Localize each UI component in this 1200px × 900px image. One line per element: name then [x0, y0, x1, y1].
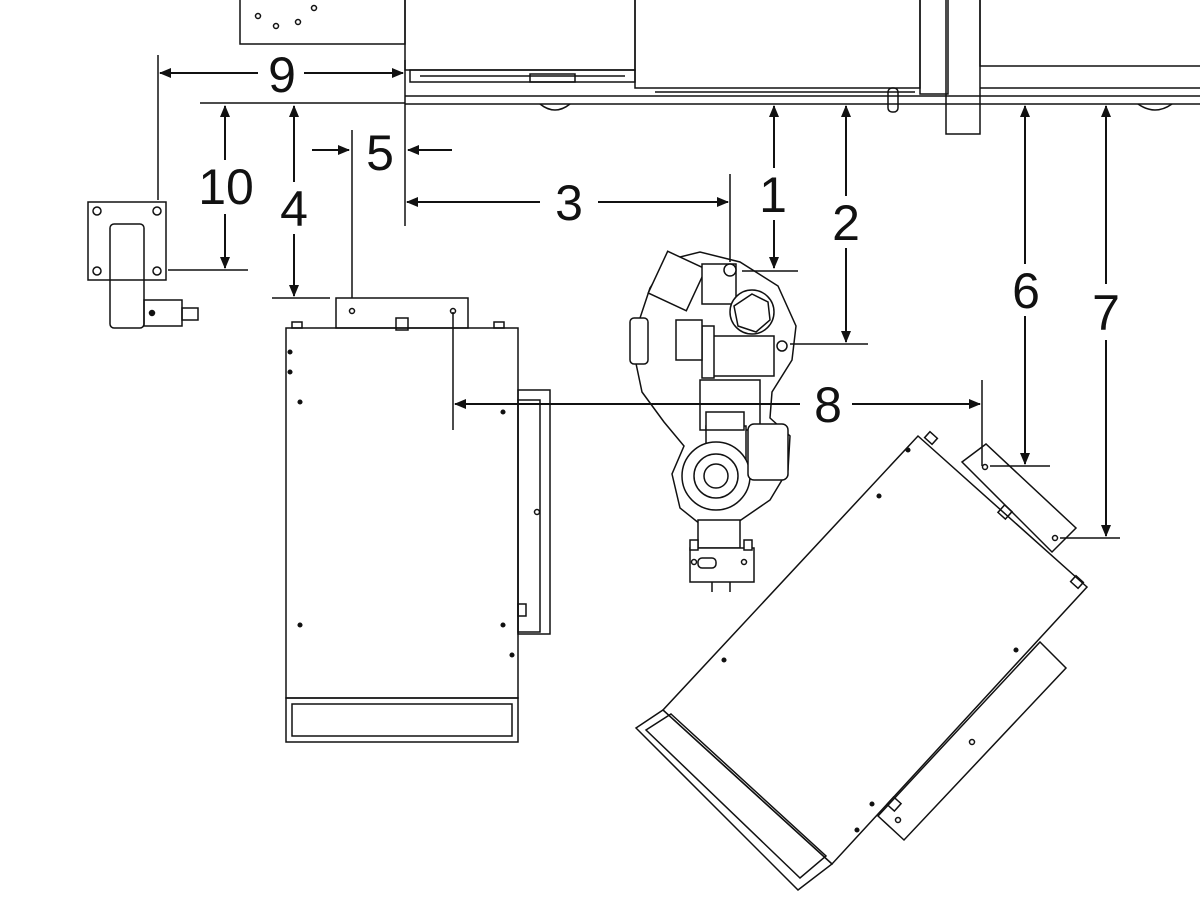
- dimension-label-8: 8: [814, 377, 842, 433]
- parts-table-rotated: [634, 430, 1089, 891]
- dimension-arrows: [159, 68, 1111, 537]
- dimension-label-2: 2: [832, 195, 860, 251]
- extension-lines: [157, 55, 1120, 539]
- dimension-label-4: 4: [280, 181, 308, 237]
- dimension-label-9: 9: [268, 47, 296, 103]
- dimension-labels: 9 10 4 5 3 1 2 6 7 8: [198, 47, 1120, 433]
- parts-table-left: [285, 297, 551, 743]
- dimension-label-7: 7: [1092, 285, 1120, 341]
- robot-arm: [629, 250, 797, 592]
- dimension-label-1: 1: [759, 167, 787, 223]
- dimension-label-10: 10: [198, 159, 254, 215]
- dimension-label-6: 6: [1012, 263, 1040, 319]
- machine-tool-enclosure: [239, 0, 1200, 135]
- operator-panel-pendant: [87, 201, 199, 329]
- dimension-label-3: 3: [555, 175, 583, 231]
- dimension-label-5: 5: [366, 125, 394, 181]
